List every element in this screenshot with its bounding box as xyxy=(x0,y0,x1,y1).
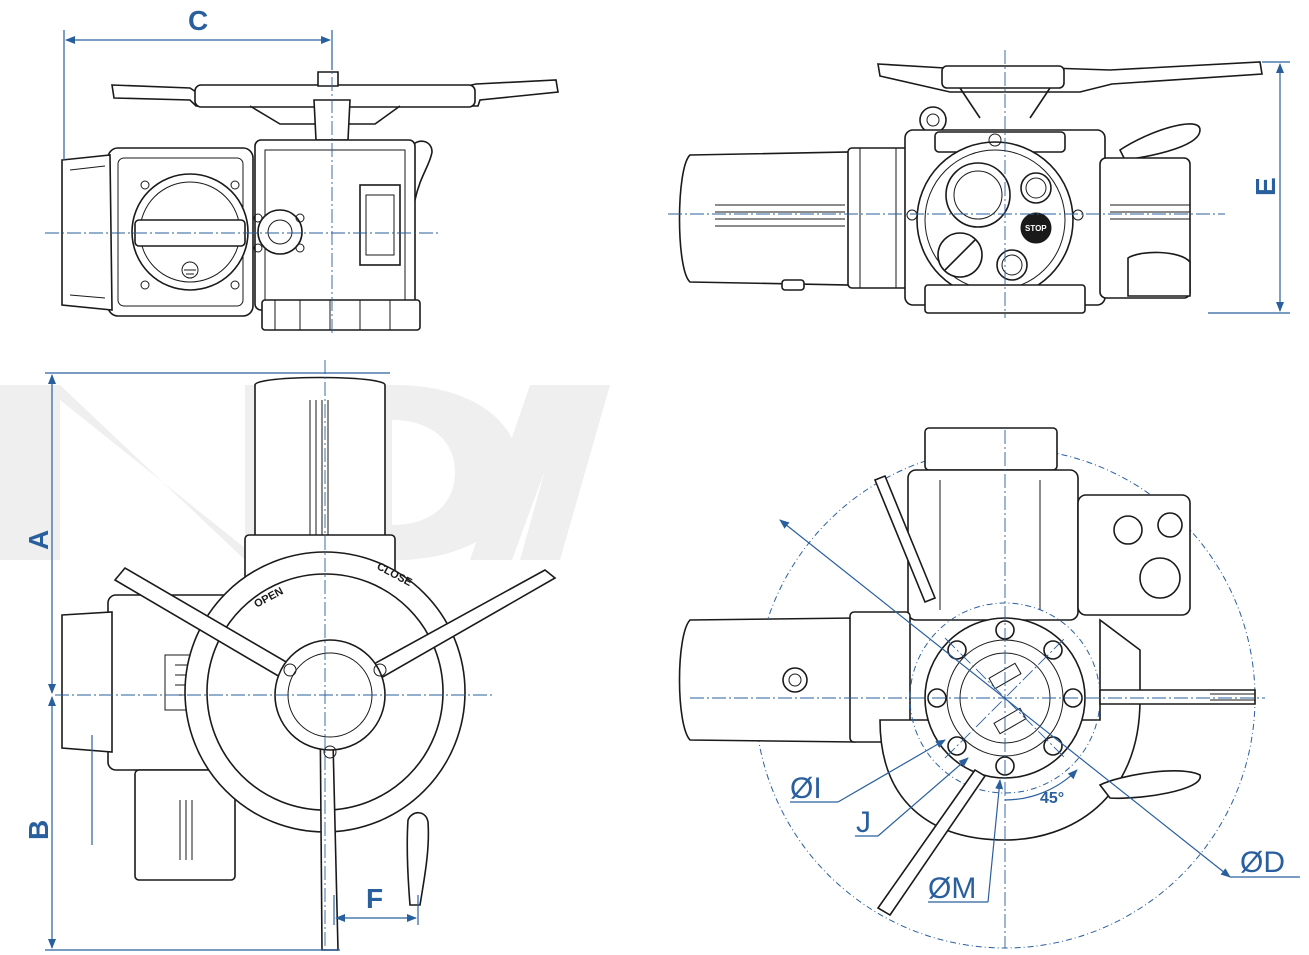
dimension-om: ØM xyxy=(928,779,1004,905)
label-om: ØM xyxy=(928,872,976,905)
label-b: B xyxy=(23,820,54,840)
dimension-b: B xyxy=(23,696,340,951)
label-a: A xyxy=(23,530,54,550)
dimension-a: A xyxy=(23,372,390,694)
view-top-left xyxy=(45,55,559,335)
view-bottom-right: 45° xyxy=(678,427,1265,949)
dimension-od: ØD xyxy=(779,519,1300,879)
stop-button-label: STOP xyxy=(1025,224,1047,233)
label-j: J xyxy=(856,806,871,839)
dimension-f: F xyxy=(333,883,419,925)
dimension-oi: ØI xyxy=(790,739,946,805)
view-bottom-left: OPEN CLOSE xyxy=(55,360,557,951)
label-oi: ØI xyxy=(790,772,822,805)
label-e: E xyxy=(1250,177,1281,196)
label-od: ØD xyxy=(1240,846,1285,879)
dimension-j: J xyxy=(855,757,969,839)
label-f: F xyxy=(366,883,383,914)
label-angle: 45° xyxy=(1040,790,1064,807)
dimension-c: C xyxy=(63,5,333,160)
view-top-right: STOP xyxy=(668,50,1263,318)
label-c: C xyxy=(188,5,208,36)
dimension-e: E xyxy=(1208,61,1290,314)
